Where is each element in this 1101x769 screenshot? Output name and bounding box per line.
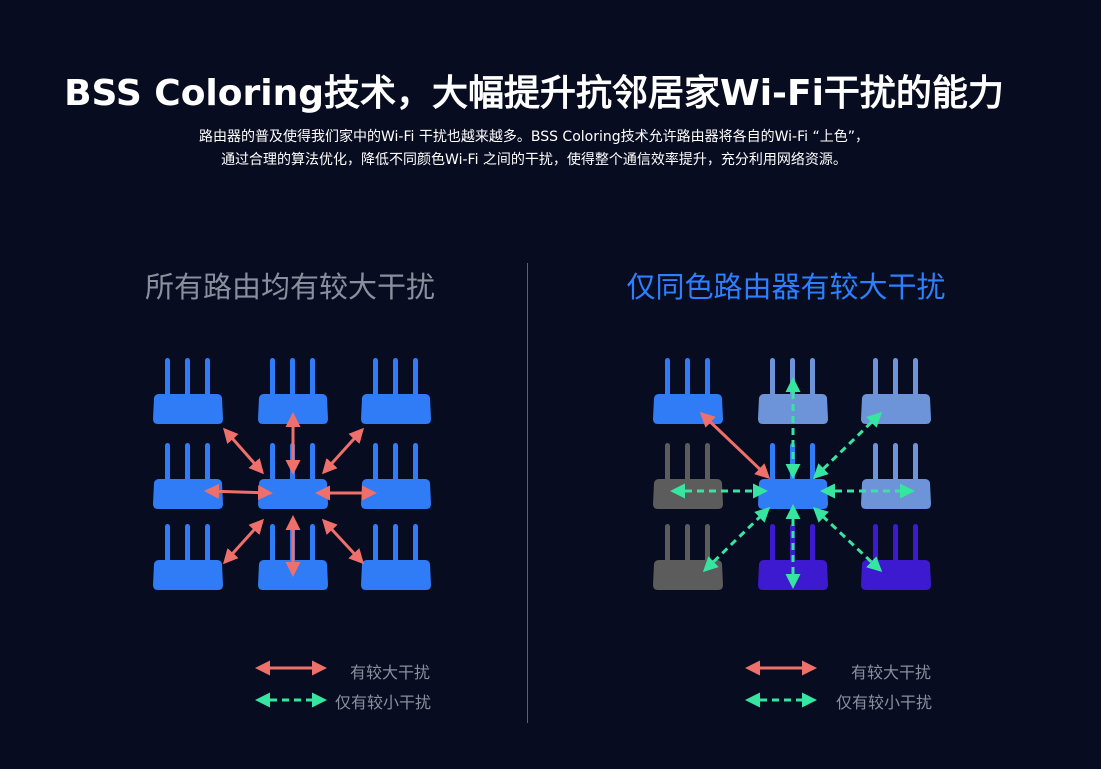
subtitle-line-1: 路由器的普及使得我们家中的Wi-Fi 干扰也越来越多。BSS Coloring技…: [199, 129, 869, 145]
panel-divider: [527, 263, 528, 723]
left-interference-arrows: [204, 412, 377, 577]
right-router-2-1: [653, 443, 723, 509]
right-arrow-weak-2: [812, 411, 883, 480]
right-legend-weak-label: 仅有较小干扰: [836, 693, 933, 712]
right-router-2-3: [861, 443, 931, 509]
right-interference-arrows: [670, 377, 915, 589]
left-arrow-6: [222, 518, 265, 565]
page-title: BSS Coloring技术，大幅提升抗邻居家Wi-Fi干扰的能力: [64, 73, 1004, 114]
left-router-1-1: [153, 358, 223, 424]
left-router-1-2: [258, 358, 328, 424]
right-legend-strong-label: 有较大干扰: [851, 663, 932, 682]
right-arrow-weak-5: [702, 506, 771, 573]
page-subtitle: 路由器的普及使得我们家中的Wi-Fi 干扰也越来越多。BSS Coloring技…: [0, 126, 1068, 172]
left-router-3-3: [361, 524, 431, 590]
right-router-3-1: [653, 524, 723, 590]
left-arrow-4: [204, 483, 273, 501]
left-panel-heading: 所有路由均有较大干扰: [144, 270, 435, 304]
left-router-grid: [153, 358, 431, 590]
right-arrow-strong: [699, 411, 771, 480]
left-arrow-1: [223, 427, 264, 475]
right-router-1-2: [758, 358, 828, 424]
right-router-1-3: [861, 358, 931, 424]
right-router-3-3: [861, 524, 931, 590]
left-arrow-8: [321, 518, 365, 565]
left-legend-weak-label: 仅有较小干扰: [335, 693, 432, 712]
left-router-2-3: [361, 443, 431, 509]
left-legend-strong-label: 有较大干扰: [350, 663, 431, 682]
left-arrow-3: [321, 427, 365, 475]
left-router-3-1: [153, 524, 223, 590]
left-router-1-3: [361, 358, 431, 424]
right-arrow-weak-7: [812, 506, 883, 573]
left-router-2-1: [153, 443, 223, 509]
legend-arrows: [255, 660, 817, 708]
subtitle-line-2: 通过合理的算法优化，降低不同颜色Wi-Fi 之间的干扰，使得整个通信效率提升，充…: [221, 152, 847, 168]
right-panel-heading: 仅同色路由器有较大干扰: [626, 270, 946, 304]
right-router-1-1: [653, 358, 723, 424]
